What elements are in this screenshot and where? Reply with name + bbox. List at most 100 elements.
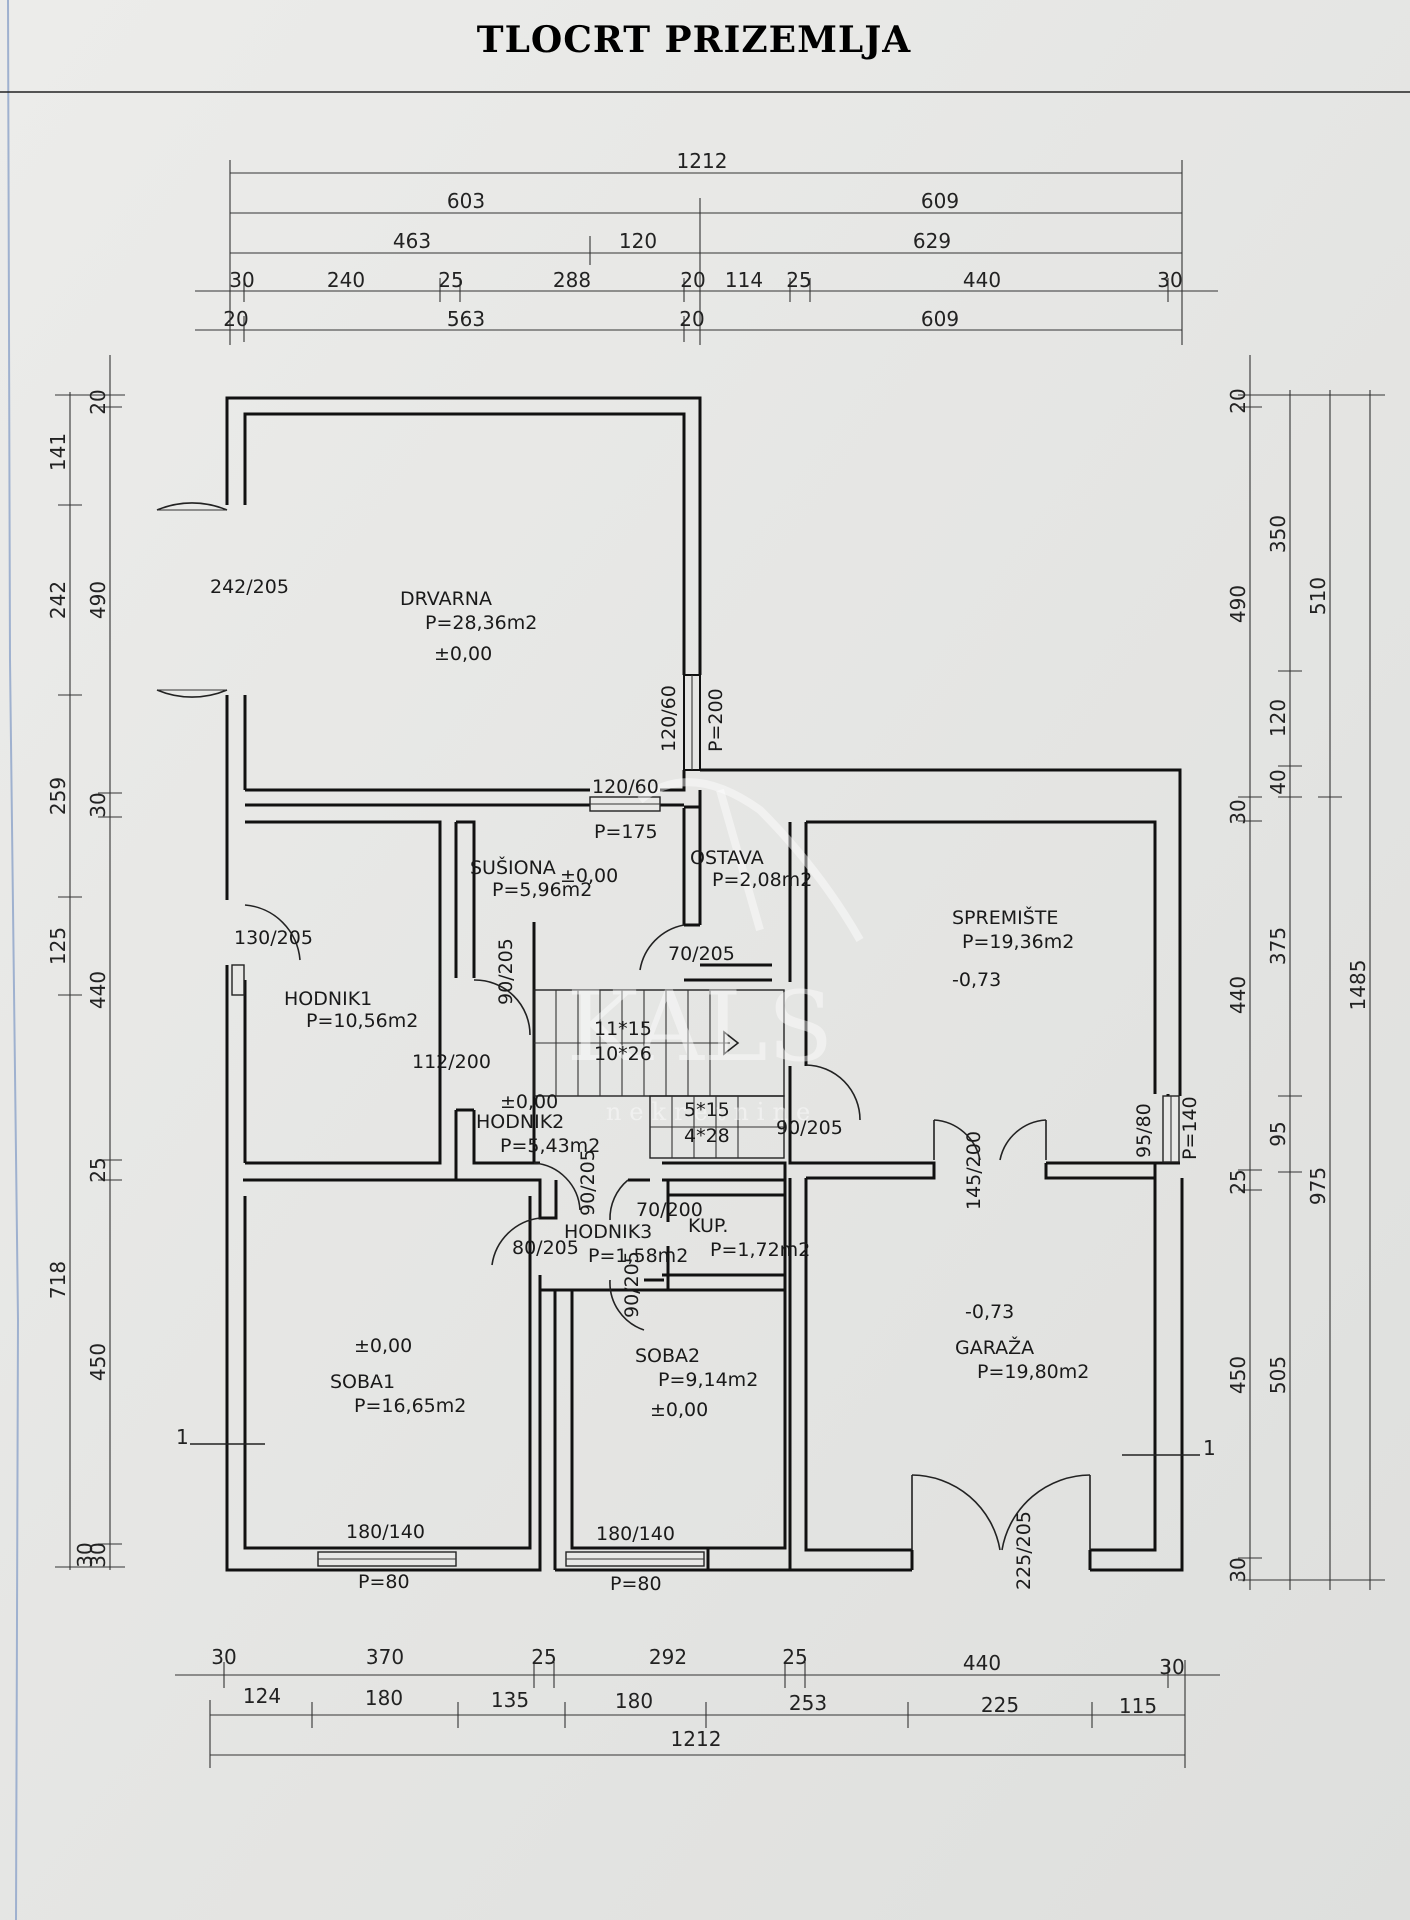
room-name-soba1: SOBA1 bbox=[330, 1371, 395, 1393]
windows bbox=[231, 796, 1180, 1567]
stair-label-b2: 4*28 bbox=[684, 1125, 730, 1147]
stair-label-b1: 5*15 bbox=[684, 1099, 730, 1121]
dim-top-r5-3: 609 bbox=[921, 307, 959, 331]
dim-top-r4-7: 440 bbox=[963, 268, 1001, 292]
dimensions-right: 20 490 30 440 25 450 30 350 120 40 375 9… bbox=[1226, 355, 1385, 1590]
dim-left-c2-6: 30 bbox=[86, 1542, 110, 1567]
dim-bottom-r3-0: 1212 bbox=[671, 1727, 722, 1751]
dimensions-top: 1212 603 609 463 120 629 30 240 25 288 2… bbox=[195, 149, 1218, 345]
dim-bottom-r2-5: 225 bbox=[981, 1693, 1019, 1717]
door-label-3: 90/205 bbox=[495, 938, 517, 1005]
room-area-susiona: P=5,96m2 bbox=[492, 879, 592, 901]
room-name-kup: KUP. bbox=[688, 1215, 728, 1237]
dim-top-r4-3: 288 bbox=[553, 268, 591, 292]
dim-top-r4-0: 30 bbox=[229, 268, 254, 292]
dim-bottom-r2-6: 115 bbox=[1119, 1694, 1157, 1718]
dim-top-r1-0: 1212 bbox=[677, 149, 728, 173]
window-label-5: 180/140 bbox=[596, 1523, 675, 1545]
watermark: KALS nekretnine bbox=[567, 778, 864, 1126]
dim-left-c1-1: 242 bbox=[46, 581, 70, 619]
dim-right-c2-5: 505 bbox=[1266, 1356, 1290, 1394]
dim-bottom-r1-3: 292 bbox=[649, 1645, 687, 1669]
dim-left-c1-5: 30 bbox=[73, 1542, 97, 1567]
dim-top-r3-1: 120 bbox=[619, 229, 657, 253]
room-level-soba2: ±0,00 bbox=[650, 1399, 708, 1421]
room-area-hodnik3: P=1,58m2 bbox=[588, 1245, 688, 1267]
dim-right-c1-4: 25 bbox=[1226, 1169, 1250, 1194]
window-label-1: 120/60 bbox=[658, 685, 680, 752]
window-sill-1: P=200 bbox=[705, 688, 727, 752]
door-label-6: 90/205 bbox=[776, 1117, 843, 1139]
dim-bottom-r2-1: 180 bbox=[365, 1686, 403, 1710]
dim-top-r5-2: 20 bbox=[679, 307, 704, 331]
dim-top-r4-4: 20 bbox=[680, 268, 705, 292]
room-name-drvarna: DRVARNA bbox=[400, 588, 492, 610]
dim-left-c1-3: 125 bbox=[46, 927, 70, 965]
dim-bottom-r1-0: 30 bbox=[211, 1645, 236, 1669]
door-label-4: 70/205 bbox=[668, 943, 735, 965]
room-area-ostava: P=2,08m2 bbox=[712, 869, 812, 891]
room-area-hodnik1: P=10,56m2 bbox=[306, 1010, 418, 1032]
dim-right-c1-6: 30 bbox=[1226, 1557, 1250, 1582]
room-name-ostava: OSTAVA bbox=[690, 847, 764, 869]
dim-right-c1-0: 20 bbox=[1226, 388, 1250, 413]
dim-left-c2-3: 440 bbox=[86, 971, 110, 1009]
doors bbox=[156, 502, 1091, 1551]
dimensions-left: 141 242 259 125 718 30 20 490 30 440 25 … bbox=[46, 355, 125, 1570]
dim-right-c3-1: 975 bbox=[1306, 1167, 1330, 1205]
room-area-garaza: P=19,80m2 bbox=[977, 1361, 1089, 1383]
dim-bottom-r2-3: 180 bbox=[615, 1689, 653, 1713]
dim-top-r5-1: 563 bbox=[447, 307, 485, 331]
dim-bottom-r2-2: 135 bbox=[491, 1688, 529, 1712]
dim-right-c1-3: 440 bbox=[1226, 976, 1250, 1014]
door-label-12: 225/205 bbox=[1013, 1511, 1035, 1590]
door-label-10: 90/205 bbox=[621, 1251, 643, 1318]
dim-right-c2-0: 350 bbox=[1266, 515, 1290, 553]
paper-margin-line bbox=[7, 0, 20, 1920]
page-title: TLOCRT PRIZEMLJA bbox=[477, 19, 911, 61]
dim-bottom-r1-6: 30 bbox=[1159, 1655, 1184, 1679]
room-area-hodnik2: P=5,43m2 bbox=[500, 1135, 600, 1157]
door-label-2: 130/205 bbox=[234, 927, 313, 949]
dim-left-c2-1: 490 bbox=[86, 581, 110, 619]
dim-right-c2-2: 40 bbox=[1266, 769, 1290, 794]
dim-top-r4-6: 25 bbox=[786, 268, 811, 292]
opening-labels: 242/205 130/205 90/205 70/205 112/200 90… bbox=[210, 576, 1201, 1595]
dim-bottom-r2-4: 253 bbox=[789, 1691, 827, 1715]
room-area-kup: P=1,72m2 bbox=[710, 1239, 810, 1261]
window-sill-2: P=175 bbox=[594, 821, 658, 843]
room-name-garaza: GARAŽA bbox=[955, 1336, 1034, 1359]
dim-right-c1-2: 30 bbox=[1226, 799, 1250, 824]
section-mark-right: 1 bbox=[1203, 1436, 1216, 1460]
dim-left-c1-2: 259 bbox=[46, 777, 70, 815]
door-label-11: 145/200 bbox=[963, 1131, 985, 1210]
dim-top-r4-2: 25 bbox=[438, 268, 463, 292]
room-level-spremiste: -0,73 bbox=[952, 969, 1001, 991]
room-area-drvarna: P=28,36m2 bbox=[425, 612, 537, 634]
window-label-2: 120/60 bbox=[592, 776, 659, 798]
window-sill-4: P=80 bbox=[358, 1571, 410, 1593]
dim-bottom-r1-5: 440 bbox=[963, 1651, 1001, 1675]
watermark-logo-text: KALS bbox=[567, 971, 834, 1083]
window-sill-3: P=140 bbox=[1179, 1096, 1201, 1160]
door-label-8: 80/205 bbox=[512, 1237, 579, 1259]
dim-top-r3-2: 629 bbox=[913, 229, 951, 253]
dim-left-c2-4: 25 bbox=[86, 1157, 110, 1182]
room-area-soba2: P=9,14m2 bbox=[658, 1369, 758, 1391]
dim-right-c4-0: 1485 bbox=[1346, 960, 1370, 1011]
room-area-soba1: P=16,65m2 bbox=[354, 1395, 466, 1417]
stair-labels: 11*15 10*26 5*15 4*28 bbox=[594, 1018, 730, 1147]
room-level-susiona: ±0,00 bbox=[560, 865, 618, 887]
dim-right-c2-1: 120 bbox=[1266, 699, 1290, 737]
door-label-7: 90/205 bbox=[577, 1149, 599, 1216]
stairs bbox=[533, 989, 785, 1159]
door-label-1: 242/205 bbox=[210, 576, 289, 598]
dim-bottom-r2-0: 124 bbox=[243, 1684, 281, 1708]
room-name-hodnik3: HODNIK3 bbox=[564, 1221, 652, 1243]
dim-bottom-r1-1: 370 bbox=[366, 1645, 404, 1669]
dim-left-c1-0: 141 bbox=[46, 433, 70, 471]
stair-label-a1: 11*15 bbox=[594, 1018, 652, 1040]
dim-bottom-r1-2: 25 bbox=[531, 1645, 556, 1669]
